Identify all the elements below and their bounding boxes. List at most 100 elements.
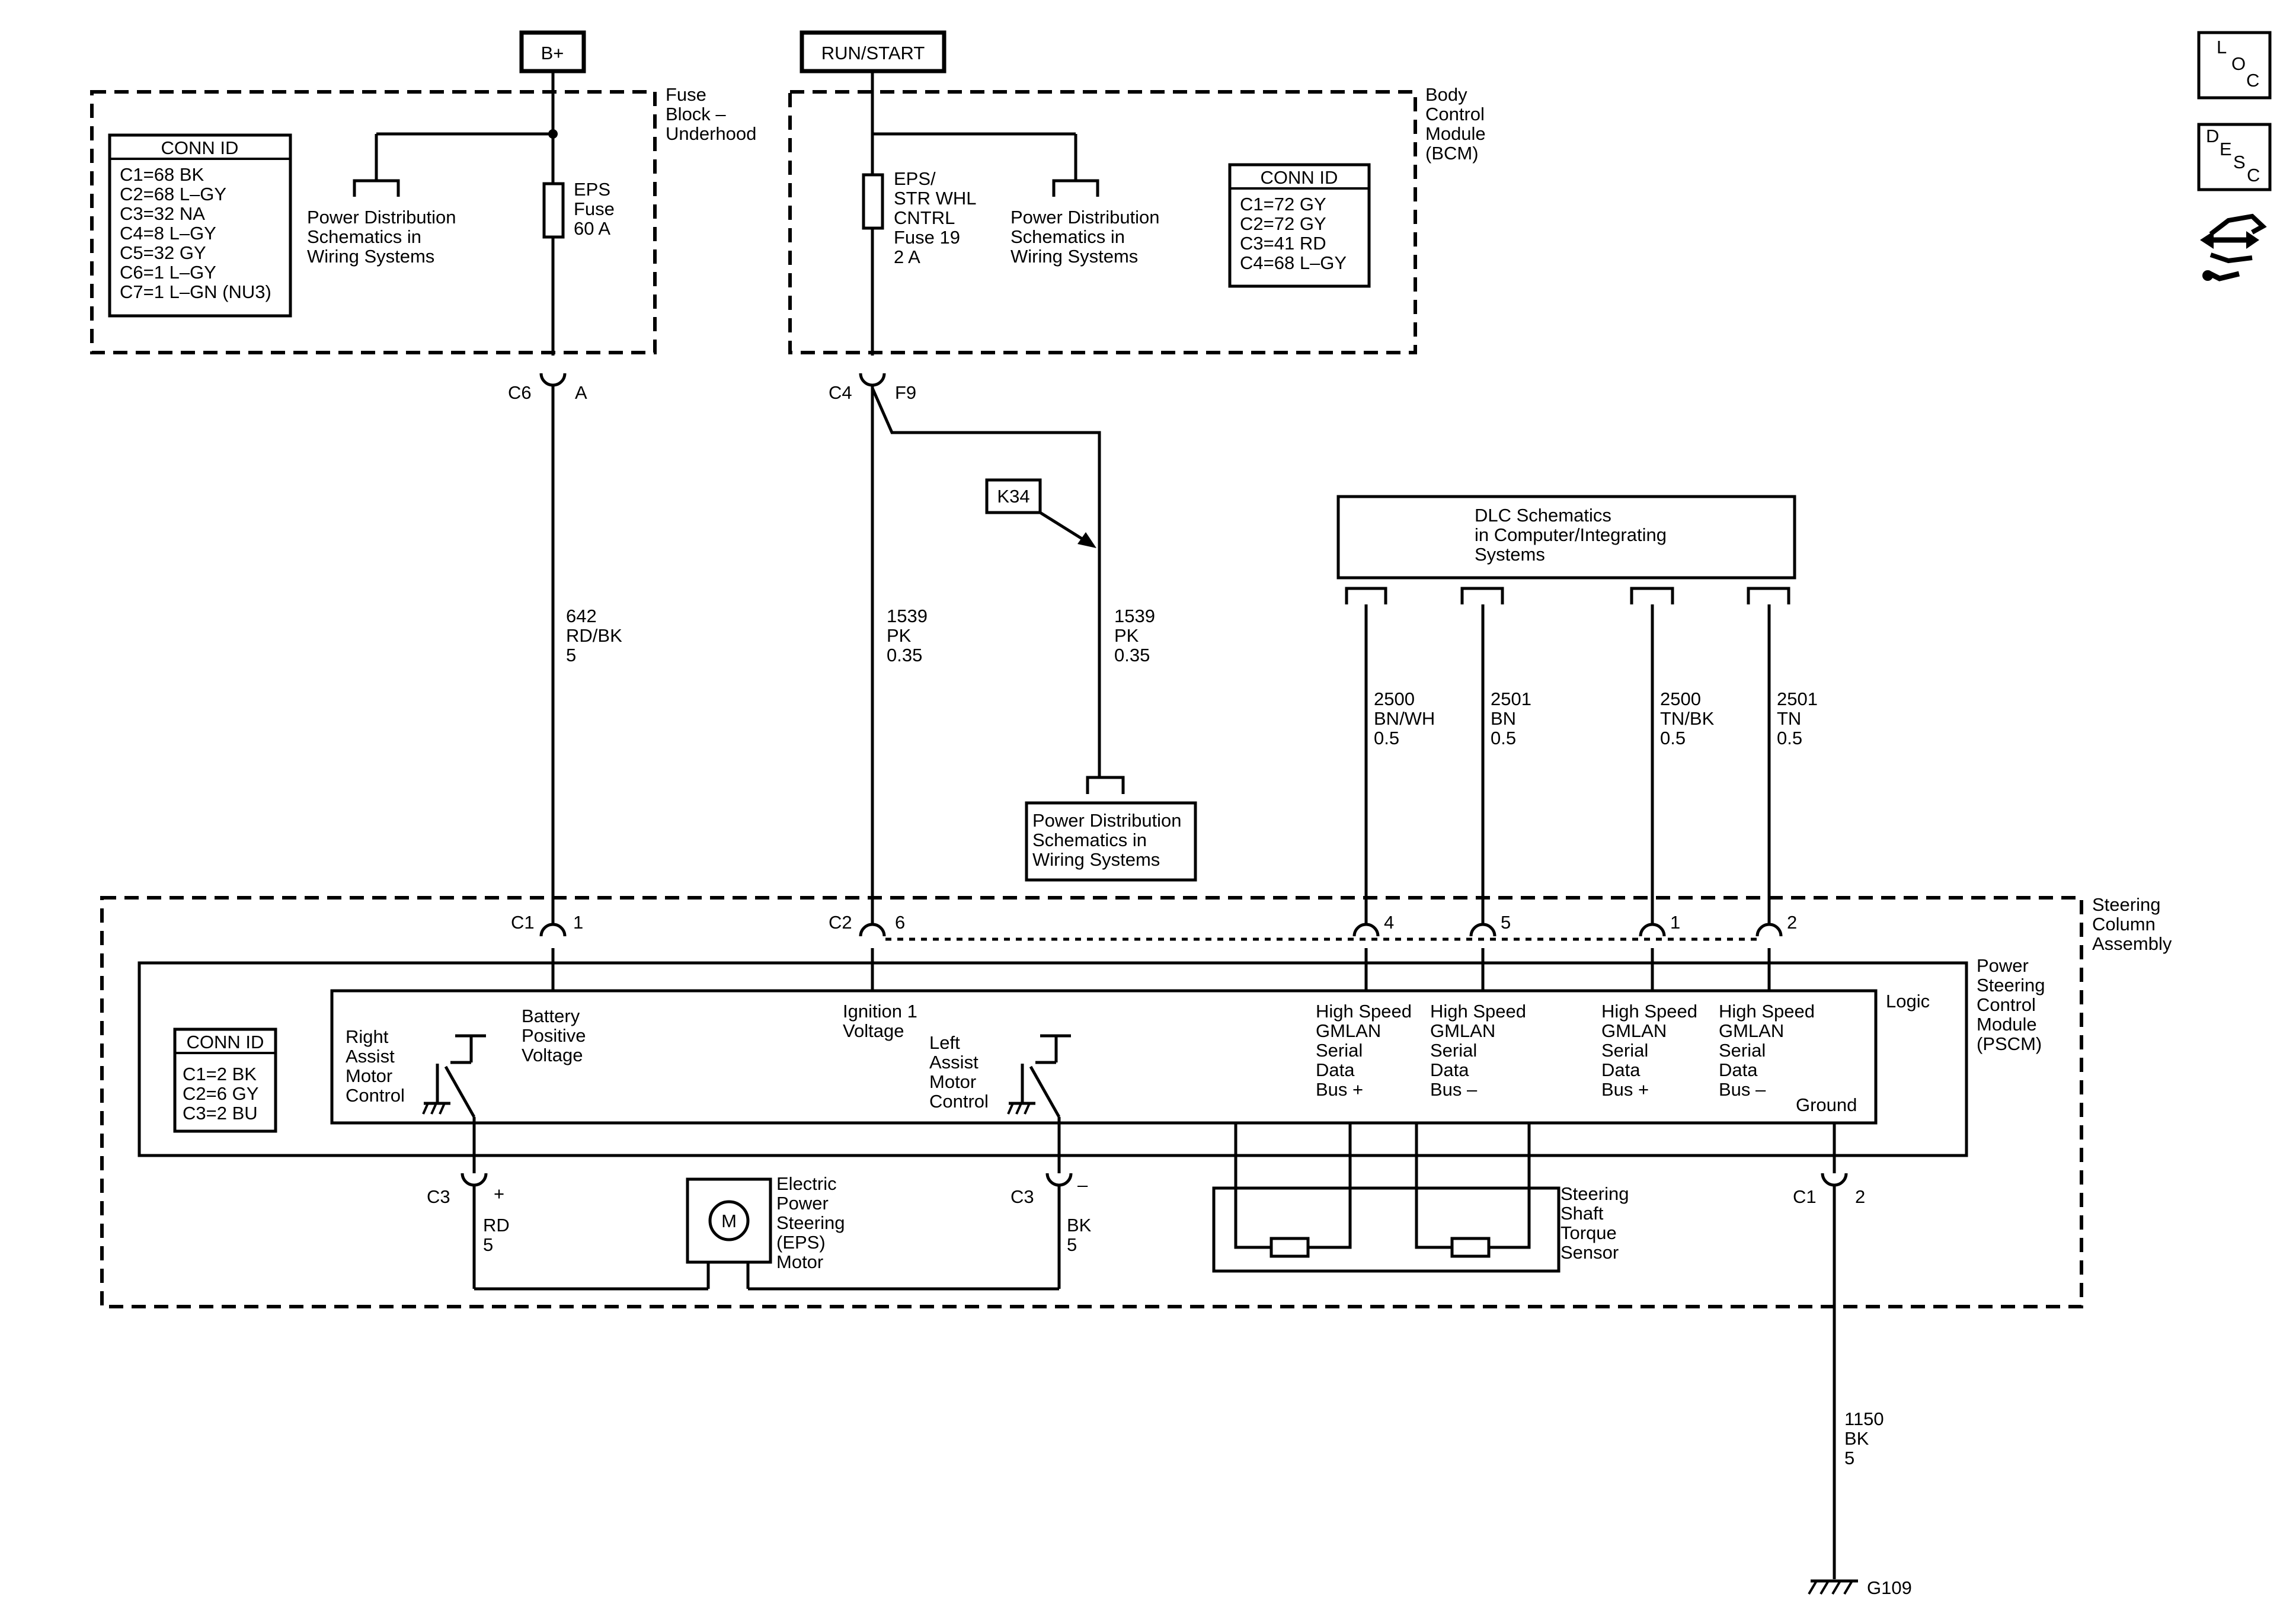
svg-text:Bus –: Bus – <box>1719 1079 1766 1100</box>
svg-text:2500: 2500 <box>1660 689 1701 709</box>
svg-text:Power Distribution: Power Distribution <box>1032 810 1182 831</box>
gmlan-bus-minus-2: High Speed GMLAN Serial Data Bus – <box>1719 1001 1815 1100</box>
svg-text:Power: Power <box>776 1193 829 1214</box>
svg-text:Bus +: Bus + <box>1601 1079 1649 1100</box>
svg-text:(PSCM): (PSCM) <box>1977 1033 2042 1054</box>
svg-text:Sensor: Sensor <box>1560 1242 1619 1263</box>
svg-text:Body: Body <box>1425 84 1467 105</box>
svg-text:Steering: Steering <box>1977 975 2045 996</box>
wire-2500-tn-bk: 2500 TN/BK 0.5 <box>1651 604 1715 924</box>
battery-positive-voltage-input: Battery Positive Voltage <box>522 1006 586 1065</box>
pscm-ground-label: Ground <box>1796 1094 1857 1115</box>
svg-text:Bus –: Bus – <box>1430 1079 1478 1100</box>
svg-text:CNTRL: CNTRL <box>894 207 955 228</box>
svg-text:Control: Control <box>1977 994 2036 1015</box>
svg-text:2501: 2501 <box>1777 689 1818 709</box>
svg-text:0.5: 0.5 <box>1777 728 1802 748</box>
svg-text:0.35: 0.35 <box>1114 645 1150 665</box>
svg-text:0.5: 0.5 <box>1491 728 1516 748</box>
svg-text:Control: Control <box>1425 104 1485 124</box>
svg-text:GMLAN: GMLAN <box>1719 1020 1784 1041</box>
pscm-logic-block: Logic <box>330 989 1930 1125</box>
wire-2501-tn: 2501 TN 0.5 <box>1767 604 1818 924</box>
svg-text:C4=68 L–GY: C4=68 L–GY <box>1240 252 1347 273</box>
svg-text:Control: Control <box>929 1091 989 1112</box>
svg-text:C2=68 L–GY: C2=68 L–GY <box>120 184 226 204</box>
steering-column-assembly: Steering Column Assembly <box>100 894 2172 1308</box>
svg-text:E: E <box>2220 139 2232 159</box>
svg-text:2501: 2501 <box>1491 689 1531 709</box>
svg-text:GMLAN: GMLAN <box>1430 1020 1495 1041</box>
gmlan-bus-minus-1: High Speed GMLAN Serial Data Bus – <box>1430 1001 1526 1100</box>
pscm-conn-id-table: CONN ID C1=2 BK C2=6 GY C3=2 BU <box>173 1028 277 1133</box>
svg-text:5: 5 <box>566 645 576 665</box>
svg-text:C2=6 GY: C2=6 GY <box>183 1083 258 1104</box>
svg-text:Steering: Steering <box>1560 1183 1629 1204</box>
eps-motor: M Electric Power Steering (EPS) Motor <box>472 1173 1061 1291</box>
svg-text:C1: C1 <box>1793 1186 1817 1207</box>
desc-icon[interactable]: D E S C <box>2197 123 2272 191</box>
wire-1539-pk-to-pscm: 1539 PK 0.35 <box>871 385 928 924</box>
svg-text:CONN ID: CONN ID <box>1261 167 1338 188</box>
svg-text:D: D <box>2206 126 2219 146</box>
svg-text:Serial: Serial <box>1719 1040 1766 1061</box>
svg-text:–: – <box>1077 1174 1088 1195</box>
svg-text:Assist: Assist <box>346 1046 395 1067</box>
svg-text:GMLAN: GMLAN <box>1601 1020 1667 1041</box>
svg-text:Serial: Serial <box>1316 1040 1363 1061</box>
svg-text:EPS: EPS <box>574 179 610 200</box>
svg-text:RD/BK: RD/BK <box>566 625 622 646</box>
svg-text:K34: K34 <box>997 486 1029 507</box>
bcm-conn-id-table: CONN ID C1=72 GY C2=72 GY C3=41 RD C4=68… <box>1228 163 1371 288</box>
svg-text:Torque: Torque <box>1560 1222 1617 1243</box>
svg-text:2: 2 <box>1855 1186 1865 1207</box>
fuse-block-power-dist-ref: Power Distribution Schematics in Wiring … <box>307 132 553 267</box>
svg-text:RUN/START: RUN/START <box>821 43 925 63</box>
svg-text:C1=2 BK: C1=2 BK <box>183 1064 257 1084</box>
svg-text:Right: Right <box>346 1026 389 1047</box>
svg-text:Data: Data <box>1316 1060 1355 1080</box>
svg-text:Schematics in: Schematics in <box>1011 226 1125 247</box>
svg-text:Control: Control <box>346 1085 405 1106</box>
wire-642-rd-bk: 642 RD/BK 5 <box>551 385 622 924</box>
loc-icon[interactable]: L O C <box>2197 31 2272 100</box>
svg-text:Module: Module <box>1977 1014 2037 1035</box>
svg-text:Bus +: Bus + <box>1316 1079 1363 1100</box>
left-assist-motor-control: Left Assist Motor Control <box>929 1032 1071 1173</box>
eps-str-whl-cntrl-fuse-19: EPS/ STR WHL CNTRL Fuse 19 2 A <box>862 168 977 267</box>
svg-text:Shaft: Shaft <box>1560 1203 1604 1224</box>
svg-text:Assembly: Assembly <box>2092 933 2172 954</box>
svg-text:Module: Module <box>1425 123 1486 144</box>
wire-2501-bn: 2501 BN 0.5 <box>1481 604 1531 924</box>
svg-text:High Speed: High Speed <box>1719 1001 1815 1022</box>
svg-text:2: 2 <box>1787 912 1797 933</box>
svg-text:A: A <box>575 382 587 403</box>
svg-text:S: S <box>2233 152 2246 172</box>
svg-text:High Speed: High Speed <box>1430 1001 1526 1022</box>
svg-text:Fuse: Fuse <box>666 84 706 105</box>
svg-text:C1: C1 <box>511 912 535 933</box>
svg-text:C3=41 RD: C3=41 RD <box>1240 233 1326 254</box>
svg-text:Fuse: Fuse <box>574 199 615 219</box>
svg-text:5: 5 <box>483 1234 493 1255</box>
svg-text:1539: 1539 <box>1114 606 1155 626</box>
svg-text:GMLAN: GMLAN <box>1316 1020 1381 1041</box>
svg-text:EPS/: EPS/ <box>894 168 936 189</box>
svg-text:Serial: Serial <box>1601 1040 1648 1061</box>
svg-text:C4: C4 <box>829 382 852 403</box>
svg-text:Wiring Systems: Wiring Systems <box>1011 246 1138 267</box>
svg-text:C: C <box>2247 165 2260 185</box>
svg-text:Electric: Electric <box>776 1173 837 1194</box>
steering-shaft-torque-sensor: Steering Shaft Torque Sensor <box>1212 1123 1629 1273</box>
svg-text:6: 6 <box>895 912 905 933</box>
svg-text:Fuse 19: Fuse 19 <box>894 227 960 248</box>
svg-text:Systems: Systems <box>1475 544 1545 565</box>
svg-text:Power Distribution: Power Distribution <box>307 207 456 228</box>
svg-text:TN: TN <box>1777 708 1801 729</box>
connector-end-view-icon[interactable] <box>2200 213 2267 281</box>
svg-text:5: 5 <box>1501 912 1511 933</box>
svg-text:Column: Column <box>2092 914 2156 934</box>
gmlan-bus-plus-2: High Speed GMLAN Serial Data Bus + <box>1601 1001 1697 1100</box>
svg-text:C3=32 NA: C3=32 NA <box>120 203 205 224</box>
svg-text:5: 5 <box>1067 1234 1077 1255</box>
